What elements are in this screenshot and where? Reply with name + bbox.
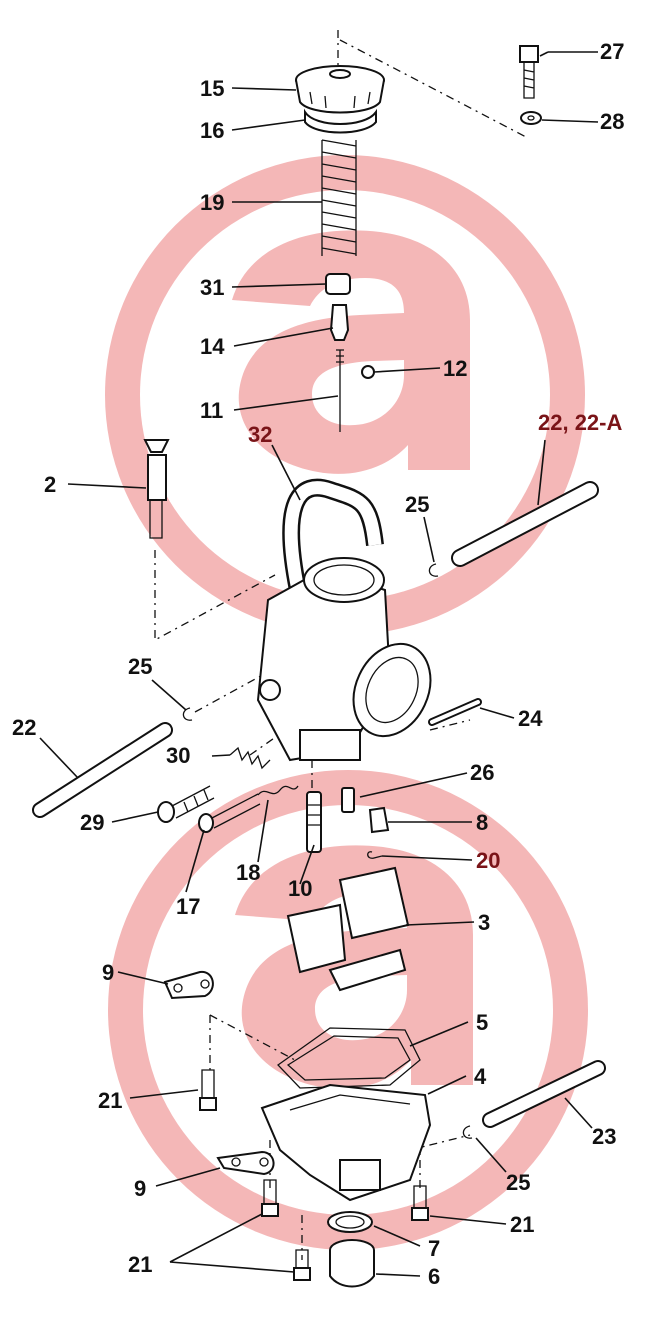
label-25-left: 25 bbox=[128, 654, 152, 679]
label-10: 10 bbox=[288, 876, 312, 901]
plate-9-lower-part bbox=[216, 1150, 275, 1176]
throttle-spring-part bbox=[321, 139, 357, 256]
clip-20-part bbox=[367, 851, 383, 859]
label-20: 20 bbox=[476, 848, 500, 873]
label-21-lower: 21 bbox=[128, 1252, 152, 1277]
drain-plug-6-part bbox=[329, 1239, 375, 1288]
label-15: 15 bbox=[200, 76, 224, 101]
label-17: 17 bbox=[176, 894, 200, 919]
watermark-letter-a-top bbox=[232, 230, 470, 474]
label-27: 27 bbox=[600, 39, 624, 64]
label-5: 5 bbox=[476, 1010, 488, 1035]
float-valve-8-part bbox=[368, 806, 390, 834]
bolt-21-upper-part bbox=[199, 1069, 217, 1111]
label-4: 4 bbox=[474, 1064, 487, 1089]
label-7: 7 bbox=[428, 1236, 440, 1261]
label-14: 14 bbox=[200, 334, 225, 359]
oring-7-part bbox=[327, 1211, 373, 1233]
float-bowl-4-part bbox=[260, 1083, 432, 1202]
dashed-assembly-lines bbox=[154, 30, 529, 1260]
jet-26-part bbox=[341, 787, 355, 813]
label-21-upper: 21 bbox=[98, 1088, 122, 1113]
label-19: 19 bbox=[200, 190, 224, 215]
label-3: 3 bbox=[478, 910, 490, 935]
label-30: 30 bbox=[166, 743, 190, 768]
hose-22A-part bbox=[451, 481, 599, 567]
bolt-21-right-part bbox=[411, 1185, 429, 1221]
washer-28-part bbox=[520, 111, 542, 125]
oring-25-lower-part bbox=[462, 1125, 473, 1139]
label-2: 2 bbox=[44, 472, 56, 497]
watermark-logo-top bbox=[105, 155, 585, 635]
label-26: 26 bbox=[470, 760, 494, 785]
label-9-upper: 9 bbox=[102, 960, 114, 985]
bolt-21-mid-part bbox=[261, 1179, 279, 1217]
carburetor-body-part bbox=[256, 557, 432, 762]
hose-24-part bbox=[428, 698, 482, 726]
vent-hose-32-part bbox=[282, 478, 384, 592]
label-22-22A: 22, 22-A bbox=[538, 410, 622, 435]
float-3-part bbox=[286, 866, 410, 992]
label-31: 31 bbox=[200, 275, 224, 300]
label-8: 8 bbox=[476, 810, 488, 835]
plate-9-upper-part bbox=[163, 970, 214, 1000]
hose-22-part bbox=[32, 722, 173, 818]
label-18: 18 bbox=[236, 860, 260, 885]
jet-needle-part bbox=[336, 349, 344, 432]
needle-jet-10-part bbox=[306, 791, 322, 853]
pilot-screw-17-part bbox=[198, 793, 261, 833]
leader-lines bbox=[39, 51, 599, 1277]
cap-seal-part bbox=[304, 108, 377, 134]
hose-23-part bbox=[482, 1060, 606, 1128]
label-24: 24 bbox=[518, 706, 543, 731]
needle-clip-part bbox=[361, 365, 375, 379]
label-29: 29 bbox=[80, 810, 104, 835]
idle-screw-2-part bbox=[143, 439, 170, 539]
spring-seat-part bbox=[325, 273, 351, 295]
part-labels: 27 28 15 16 19 31 14 12 11 32 22, 22-A 2… bbox=[12, 39, 624, 1289]
bolt-27-part bbox=[519, 45, 539, 99]
label-21-right: 21 bbox=[510, 1212, 534, 1237]
label-28: 28 bbox=[600, 109, 624, 134]
label-6: 6 bbox=[428, 1264, 440, 1289]
label-25-lower: 25 bbox=[506, 1170, 530, 1195]
cap-top-part bbox=[295, 65, 385, 114]
label-12: 12 bbox=[443, 356, 467, 381]
oring-25-upper-part bbox=[428, 563, 439, 577]
label-11: 11 bbox=[200, 398, 223, 423]
spring-18-part bbox=[257, 785, 299, 796]
label-23: 23 bbox=[592, 1124, 616, 1149]
label-32: 32 bbox=[248, 422, 272, 447]
spring-30-part bbox=[229, 746, 271, 770]
label-25-upper: 25 bbox=[405, 492, 429, 517]
gasket-5-part bbox=[277, 1027, 421, 1089]
label-22: 22 bbox=[12, 715, 36, 740]
bolt-21-lower-part bbox=[293, 1249, 311, 1281]
label-9-lower: 9 bbox=[134, 1176, 146, 1201]
oring-25-left-part bbox=[182, 707, 193, 721]
label-16: 16 bbox=[200, 118, 224, 143]
needle-holder-part bbox=[329, 304, 350, 341]
